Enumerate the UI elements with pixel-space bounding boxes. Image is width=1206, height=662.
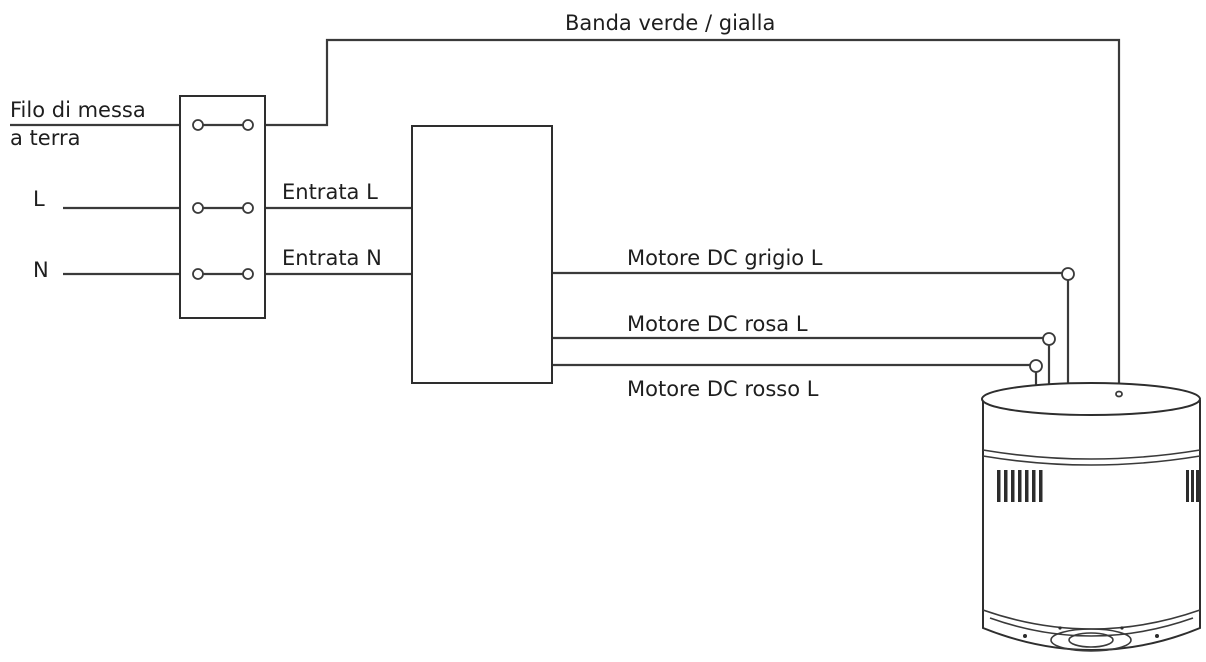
terminal-neutral	[192, 268, 254, 280]
terminal-ground	[192, 119, 254, 131]
label-input-live: Entrata L	[282, 180, 378, 204]
connector-grey	[1061, 267, 1075, 281]
terminal-live	[192, 202, 254, 214]
connector-pink	[1042, 332, 1056, 346]
connector-red	[1029, 359, 1043, 373]
motor-vent-left	[997, 470, 1043, 502]
label-motor-pink: Motore DC rosa L	[627, 312, 808, 336]
ground-wire	[262, 38, 1121, 383]
label-ground-band: Banda verde / gialla	[565, 11, 775, 35]
label-motor-grey: Motore DC grigio L	[627, 246, 823, 270]
motor-vent-right	[1186, 470, 1199, 502]
label-neutral: N	[33, 258, 49, 282]
label-ground-wire-2: a terra	[10, 126, 80, 150]
motor-unit	[981, 382, 1201, 652]
label-live: L	[33, 187, 45, 211]
label-motor-red: Motore DC rosso L	[627, 377, 819, 401]
driver-box	[411, 125, 553, 384]
label-input-neutral: Entrata N	[282, 246, 382, 270]
label-ground-wire-1: Filo di messa	[10, 98, 146, 122]
motor-bottom-hub	[1068, 632, 1114, 648]
